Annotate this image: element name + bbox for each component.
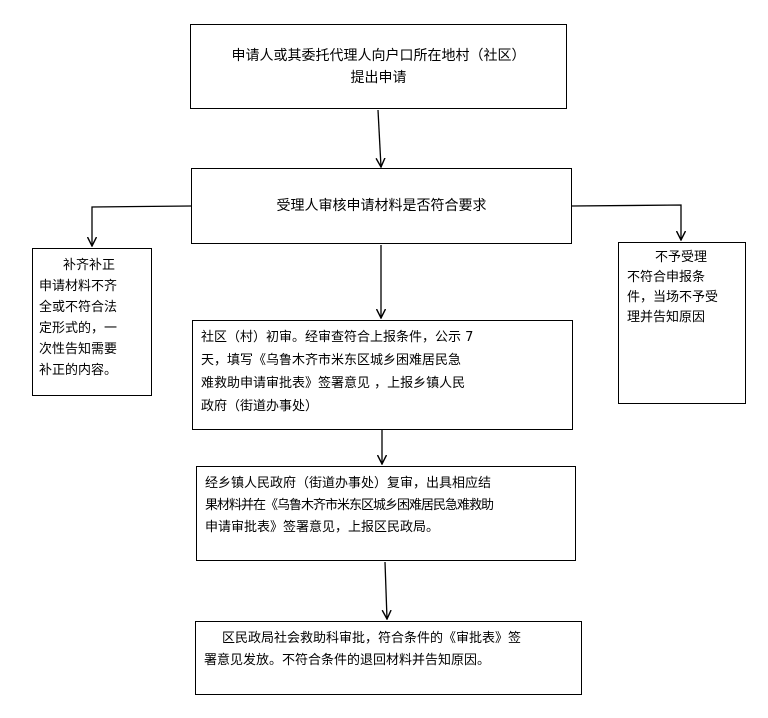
- reject-step-line-4: 理并告知原因: [627, 310, 706, 325]
- village-review-line-1: 社区（村）初审。经审查符合上报条件，公示 7: [201, 330, 474, 345]
- apply-step-box: 申请人或其委托代理人向户口所在地村（社区） 提出申请: [190, 24, 567, 109]
- bureau-approval-line-1: 区民政局社会救助科审批，符合条件的《审批表》签: [222, 631, 522, 646]
- town-review-line-3: 申请审批表》签署意见，上报区民政局。: [205, 520, 440, 535]
- review-step-line-1: 受理人审核申请材料是否符合要求: [276, 198, 487, 214]
- apply-step-line-2: 提出申请: [350, 69, 407, 86]
- supplement-step-line-4: 定形式的，一: [39, 321, 118, 336]
- town-review-box: 经乡镇人民政府（街道办事处）复审，出具相应结 果材料并在《乌鲁木齐市米东区城乡困…: [196, 466, 576, 561]
- town-review-line-1: 经乡镇人民政府（街道办事处）复审，出具相应结: [205, 476, 492, 491]
- supplement-step-line-3: 全或不符合法: [39, 300, 118, 315]
- village-review-line-3: 难救助申请审批表》签署意见 ，上报乡镇人民: [201, 376, 466, 391]
- supplement-step-box: 补齐补正 申请材料不齐 全或不符合法 定形式的，一 次性告知需要 补正的内容。: [32, 248, 152, 396]
- village-review-line-4: 政府（街道办事处）: [201, 399, 319, 414]
- supplement-step-line-5: 次性告知需要: [39, 342, 118, 357]
- review-step-box: 受理人审核申请材料是否符合要求: [191, 168, 572, 244]
- village-review-box: 社区（村）初审。经审查符合上报条件，公示 7 天，填写《乌鲁木齐市米东区城乡困难…: [192, 320, 573, 430]
- village-review-line-2: 天，填写《乌鲁木齐市米东区城乡困难居民急: [201, 353, 462, 368]
- apply-step-line-1: 申请人或其委托代理人向户口所在地村（社区）: [231, 47, 526, 64]
- bureau-approval-line-2: 署意见发放。不符合条件的退回材料并告知原因。: [204, 653, 491, 668]
- supplement-step-title: 补齐补正: [63, 258, 116, 273]
- edge-review-to-reject: [571, 204, 681, 240]
- edge-town-to-bureau: [385, 561, 387, 619]
- reject-step-line-3: 件，当场不予受: [627, 290, 719, 305]
- edge-apply-to-review: [378, 109, 381, 167]
- reject-step-box: 不予受理 不符合申报条 件，当场不予受 理并告知原因: [618, 242, 746, 404]
- reject-step-title: 不予受理: [655, 250, 708, 265]
- edge-review-to-supplement: [92, 205, 192, 246]
- supplement-step-line-2: 申请材料不齐: [39, 279, 118, 294]
- town-review-line-2: 果材料并在《乌鲁木齐市米东区城乡困难居民急难救助: [205, 498, 494, 513]
- supplement-step-line-6: 补正的内容。: [39, 363, 118, 378]
- reject-step-line-2: 不符合申报条: [627, 270, 706, 285]
- bureau-approval-box: 区民政局社会救助科审批，符合条件的《审批表》签 署意见发放。不符合条件的退回材料…: [195, 621, 582, 695]
